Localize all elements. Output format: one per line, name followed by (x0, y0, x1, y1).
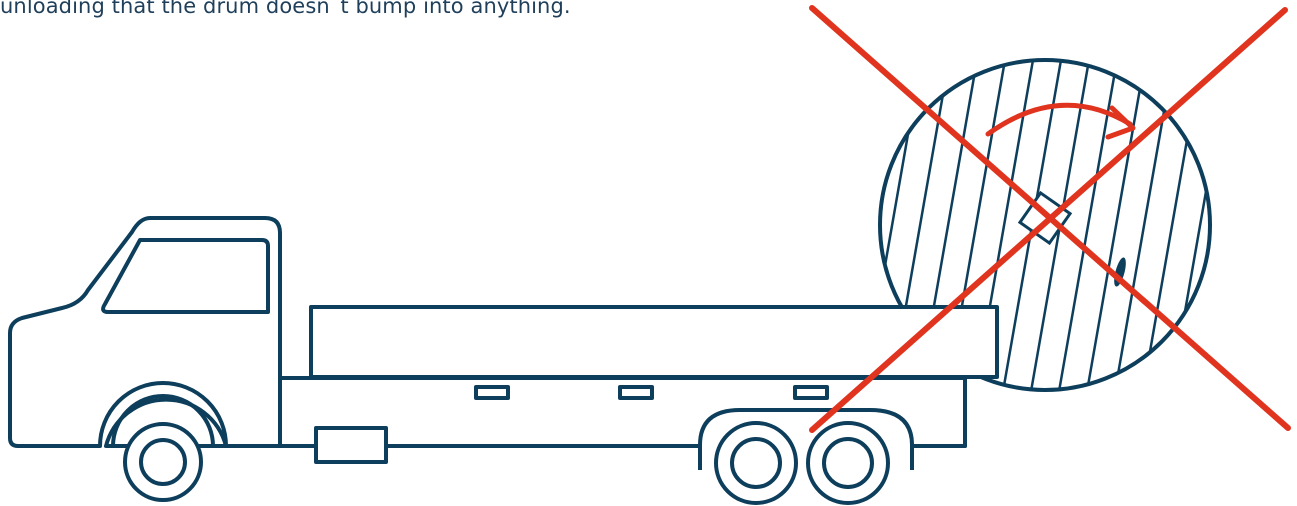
rear-wheel-2-hub (824, 439, 872, 487)
marker-light-2 (620, 387, 652, 398)
marker-light-3 (795, 387, 827, 398)
fuel-tank (316, 428, 386, 462)
marker-light-1 (476, 387, 508, 398)
truck (10, 218, 997, 503)
front-wheel-hub (141, 440, 185, 484)
rear-wheel-1-hub (732, 439, 780, 487)
truck-flatbed (311, 307, 997, 377)
